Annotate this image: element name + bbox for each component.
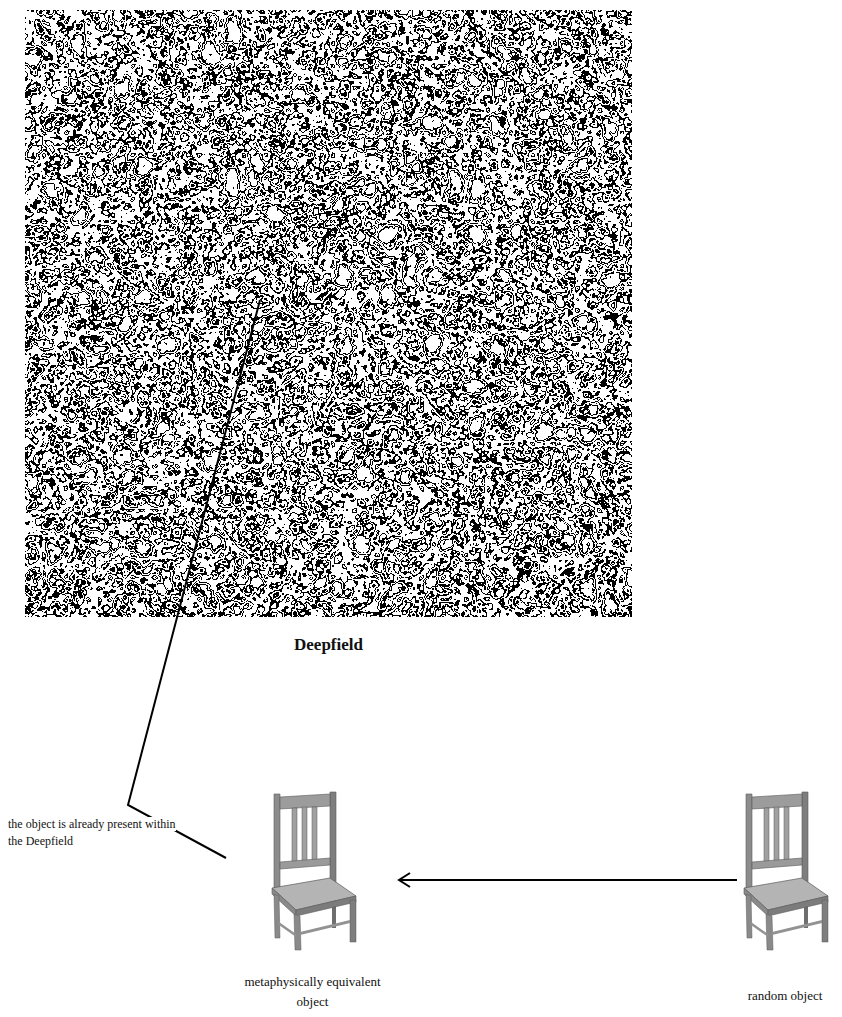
object-label: random object: [737, 986, 833, 1006]
deepfield-node: Deepfield: [25, 8, 632, 658]
note-text: the object is already present within the…: [8, 817, 176, 848]
deepfield-texture: [25, 10, 632, 617]
chair-picture: [744, 792, 828, 950]
chair-node: random object: [737, 790, 833, 1008]
chair-picture: [272, 792, 356, 950]
chair-node: metaphysically equivalent object: [226, 790, 399, 1014]
field-label: Deepfield: [25, 634, 632, 656]
object-label: metaphysically equivalent object: [230, 972, 395, 1012]
leader-line: [128, 300, 260, 858]
callout-note: the object is already present within the…: [8, 816, 180, 850]
arrow-connector: [399, 873, 737, 887]
